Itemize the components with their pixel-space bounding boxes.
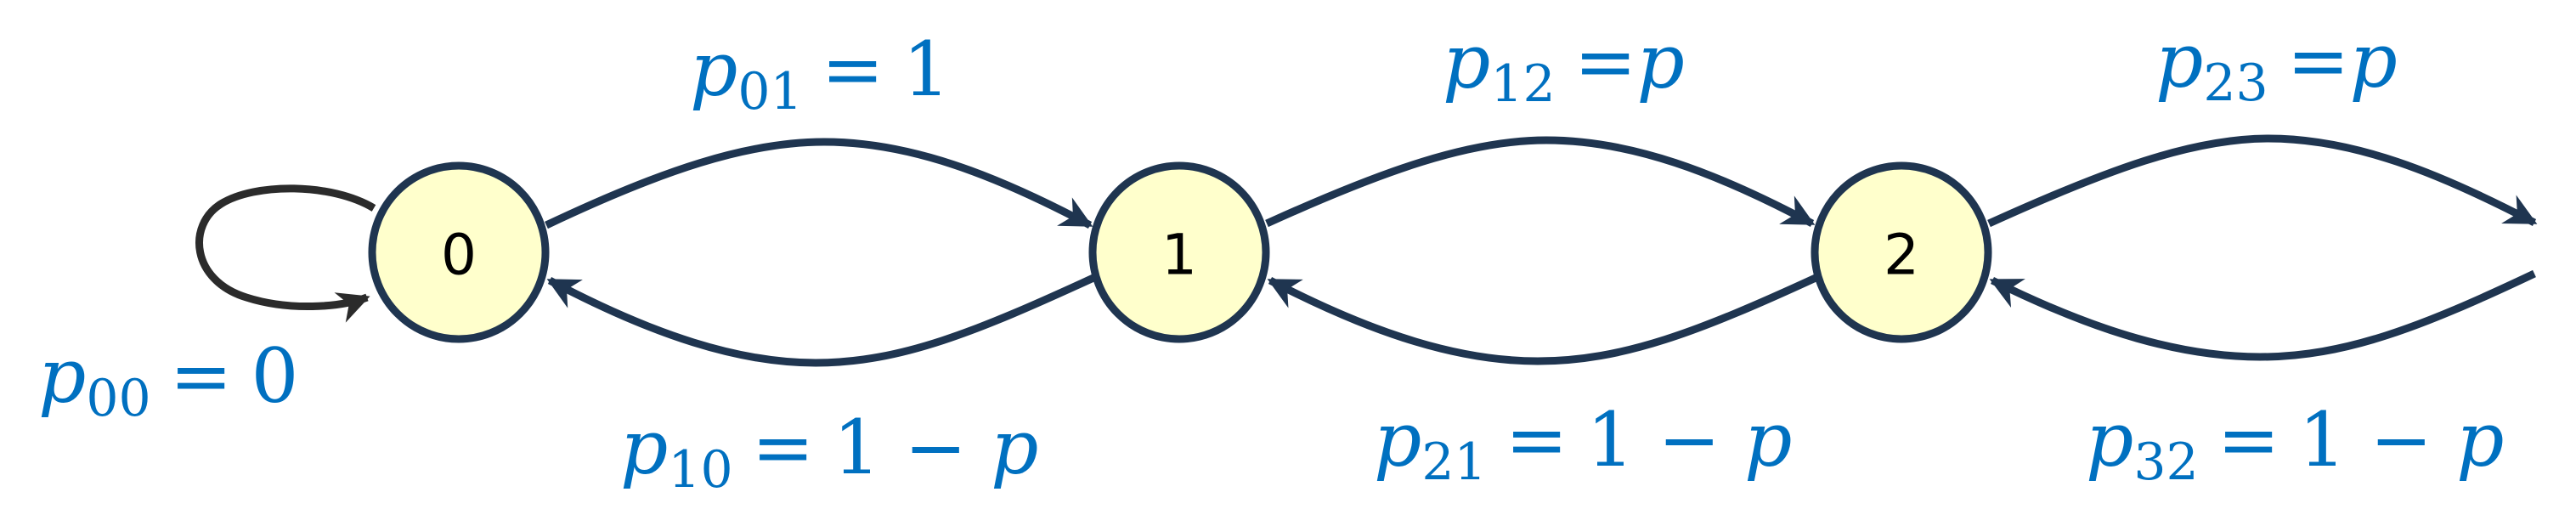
- state-label: 2: [1884, 223, 1919, 288]
- state-node-2: 2: [1811, 161, 1992, 343]
- state-label: 0: [441, 223, 477, 288]
- state-node-0: 0: [368, 161, 550, 343]
- edge-2-3-arrow: [1987, 134, 2538, 228]
- state-label: 1: [1161, 223, 1197, 288]
- edge-label-p01: p01=1: [690, 25, 950, 122]
- edge-2-1-arrow: [1267, 274, 1817, 365]
- edge-3-2-arrow: [1989, 269, 2536, 361]
- edge-label-p12: p12=p: [1443, 18, 1685, 114]
- edge-0-0-loop: [195, 184, 376, 323]
- state-circle: [1811, 161, 1992, 343]
- state-circle: [1088, 161, 1270, 343]
- edge-label-p23: p23=p: [2155, 17, 2398, 113]
- edge-1-0-arrow: [546, 274, 1095, 367]
- edge-0-1-arrow: [545, 138, 1093, 229]
- state-node-1: 1: [1088, 161, 1270, 343]
- state-circle: [368, 161, 550, 343]
- edge-label-p00: p00=0: [38, 332, 298, 428]
- edge-1-2-arrow: [1265, 136, 1816, 228]
- edge-label-p10: p10=1 − p: [620, 404, 1038, 500]
- edge-label-p21: p21=1 − p: [1374, 396, 1792, 492]
- edge-label-p32: p32=1 − p: [2086, 396, 2504, 492]
